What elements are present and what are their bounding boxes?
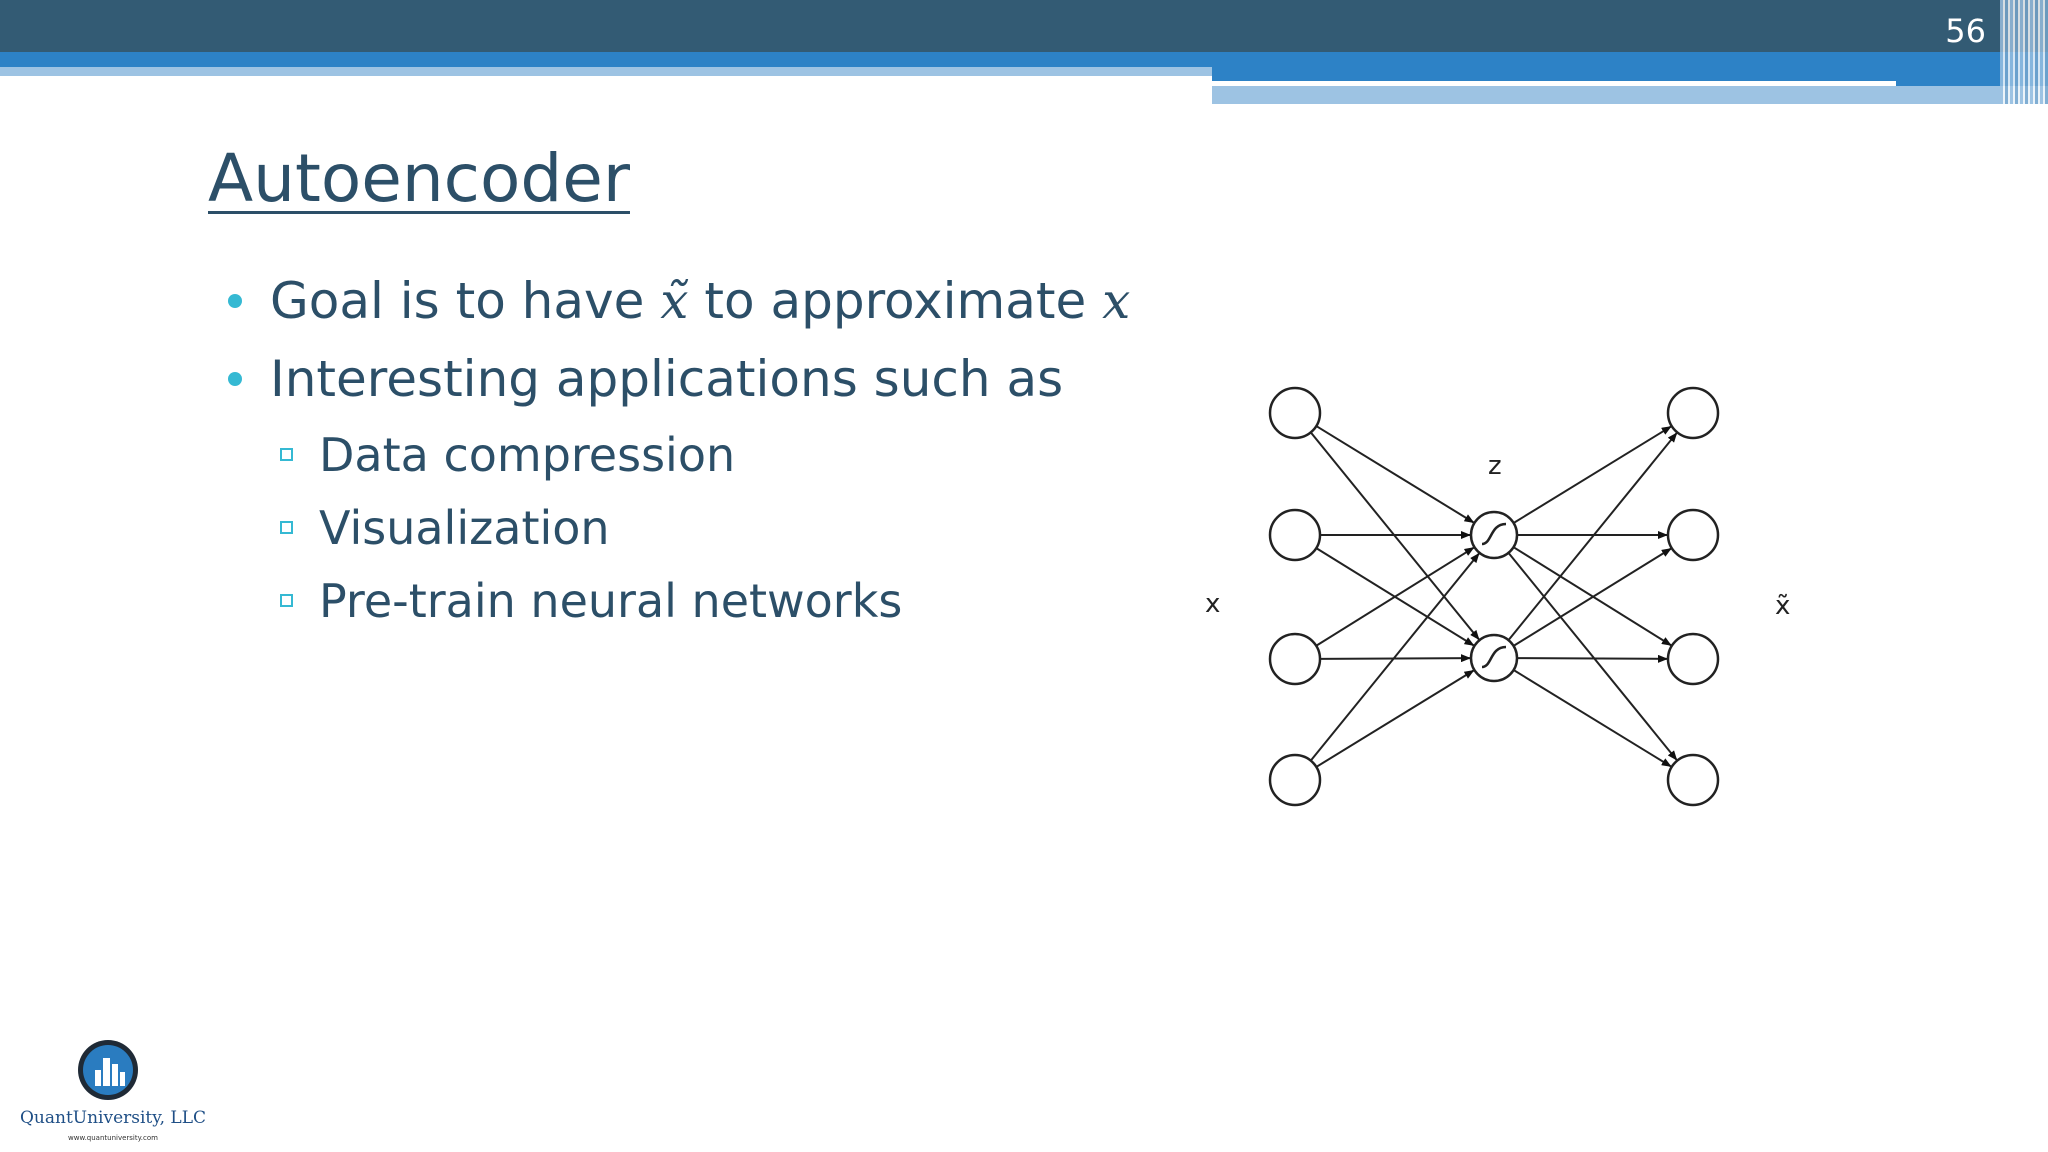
math-x-tilde: x̃ xyxy=(660,272,689,330)
bullet-dot-icon xyxy=(228,294,242,308)
decoder-edge xyxy=(1513,669,1673,768)
decoder-edge xyxy=(1507,552,1679,762)
logo-company-name: QuantUniversity, LLC xyxy=(19,1108,207,1128)
header-stripes xyxy=(2000,0,2048,104)
sub-bullet-square-icon xyxy=(280,448,293,461)
logo-url: www.quantuniversity.com xyxy=(68,1134,158,1142)
output-node xyxy=(1666,753,1720,807)
input-layer-label: x xyxy=(1205,589,1220,619)
bullet-dot-icon xyxy=(228,372,242,386)
hidden-layer-label: z xyxy=(1488,451,1502,481)
output-node xyxy=(1666,508,1720,562)
sub-bullet-text: Pre-train neural networks xyxy=(319,573,903,628)
output-layer-label: x̃ xyxy=(1775,591,1790,621)
hidden-node xyxy=(1469,510,1519,560)
company-logo: QuantUniversity, LLC www.quantuniversity… xyxy=(18,1036,208,1148)
encoder-edge xyxy=(1315,669,1475,768)
header-accent-band xyxy=(0,52,2048,67)
math-x: x xyxy=(1102,272,1131,330)
sub-bullet-text: Data compression xyxy=(319,427,736,482)
header-light-band xyxy=(0,67,1212,76)
bullet-text-part: to approximate xyxy=(688,272,1103,330)
sub-bullet-item: Pre-train neural networks xyxy=(280,564,1130,637)
header-band xyxy=(0,0,2048,52)
header-light-band-right xyxy=(1212,86,2048,104)
sub-bullet-square-icon xyxy=(280,521,293,534)
output-node xyxy=(1666,386,1720,440)
encoder-edge xyxy=(1309,552,1481,762)
encoder-edge xyxy=(1309,431,1481,641)
autoencoder-diagram: x z x̃ xyxy=(1205,386,1790,807)
sigmoid-icon xyxy=(1481,522,1507,546)
bullet-item: Goal is to have x̃ to approximate x xyxy=(228,262,1130,340)
sub-bullet-item: Visualization xyxy=(280,491,1130,564)
decoder-edge xyxy=(1516,654,1669,663)
encoder-edge xyxy=(1315,425,1475,524)
input-node xyxy=(1268,632,1322,686)
page-number: 56 xyxy=(1945,12,1986,50)
bullet-list: Goal is to have x̃ to approximate x Inte… xyxy=(228,262,1130,637)
sub-bullet-item: Data compression xyxy=(280,418,1130,491)
sigmoid-icon xyxy=(1481,645,1507,669)
encoder-edge xyxy=(1315,546,1476,647)
building-logo-icon xyxy=(78,1040,138,1100)
decoder-edge xyxy=(1513,425,1673,524)
output-node xyxy=(1666,632,1720,686)
decoder-edge xyxy=(1513,547,1673,647)
header-divider-line xyxy=(1212,81,1896,86)
input-node xyxy=(1268,508,1322,562)
bullet-text: Goal is to have x̃ to approximate x xyxy=(270,272,1130,330)
encoder-edge xyxy=(1319,654,1472,663)
sub-bullet-text: Visualization xyxy=(319,500,610,555)
bullet-item: Interesting applications such as xyxy=(228,340,1130,418)
hidden-node xyxy=(1469,633,1519,683)
bullet-text: Interesting applications such as xyxy=(270,350,1064,408)
input-node xyxy=(1268,753,1322,807)
decoder-edge xyxy=(1507,431,1679,641)
network-nodes xyxy=(1268,386,1720,807)
slide-title: Autoencoder xyxy=(208,140,630,217)
bullet-text-part: Goal is to have xyxy=(270,272,661,330)
network-edges xyxy=(1309,425,1679,768)
input-node xyxy=(1268,386,1322,440)
sub-bullet-square-icon xyxy=(280,594,293,607)
